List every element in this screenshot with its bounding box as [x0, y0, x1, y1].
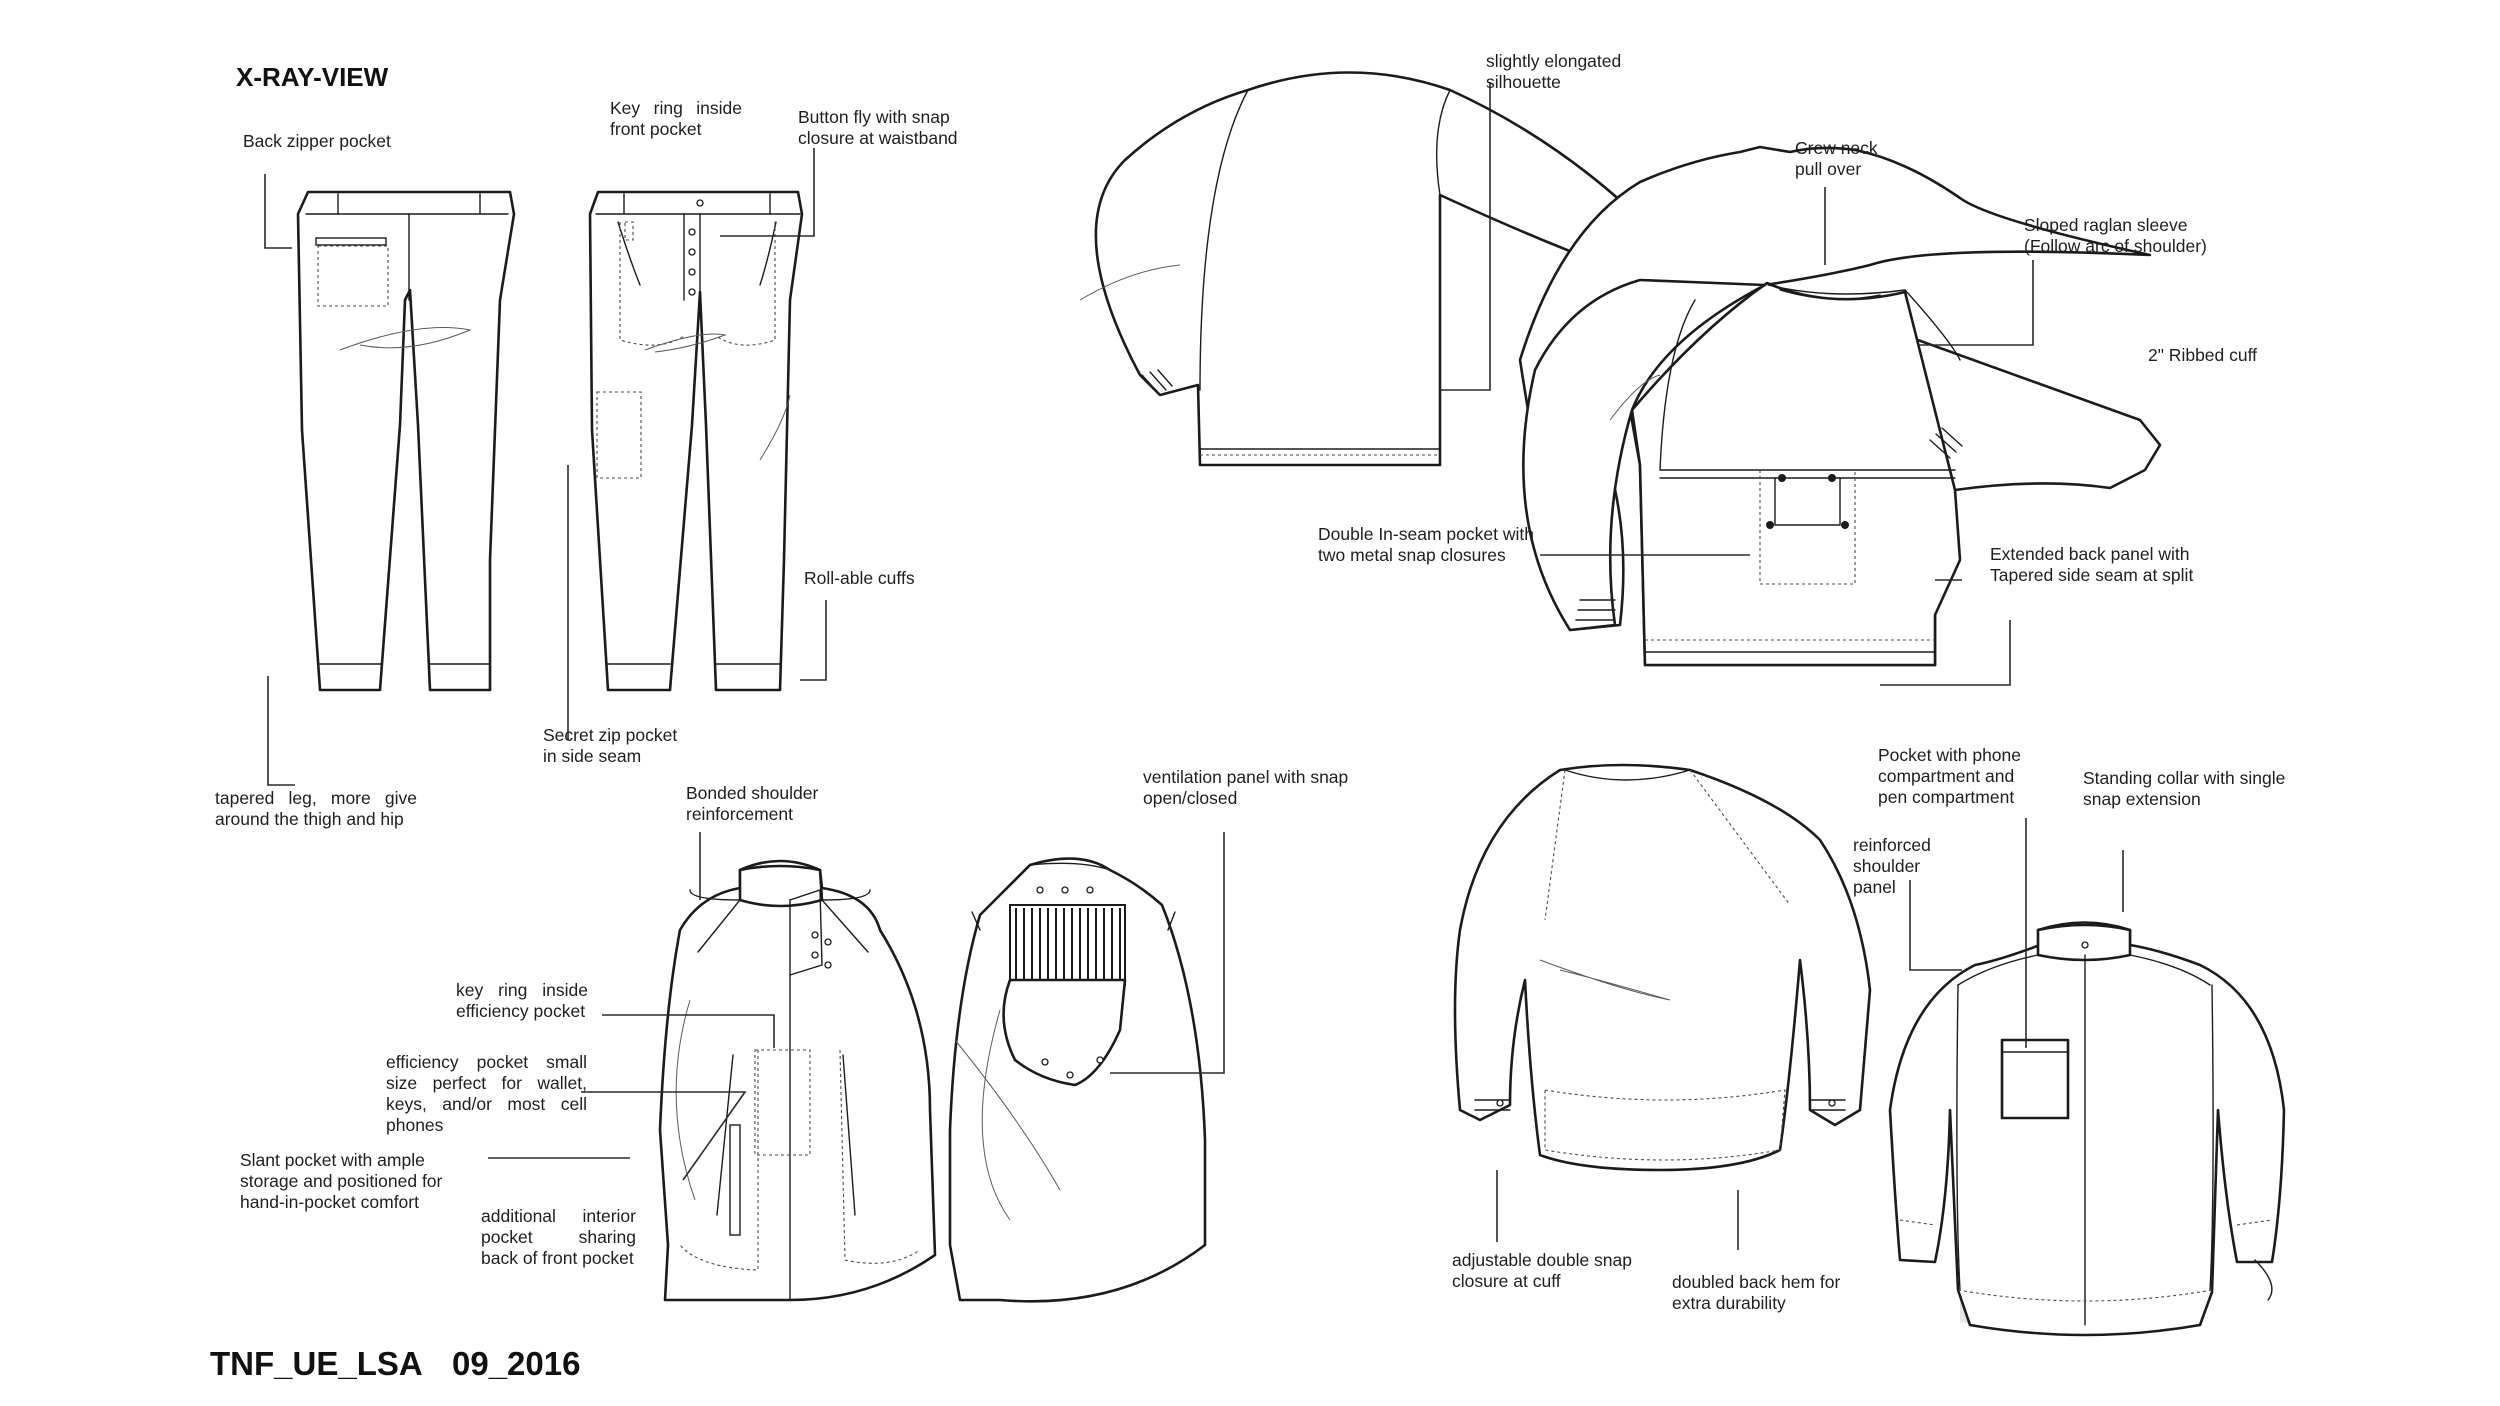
label-standing-collar: Standing collar with single snap extensi… [2083, 768, 2286, 809]
label-interior-pocket: additional interior pocket sharing back … [481, 1206, 636, 1268]
label-double-snap-cuff: adjustable double snap closure at cuff [1452, 1250, 1633, 1291]
label-extended-back-panel: Extended back panel with Tapered side se… [1990, 544, 2194, 585]
pants-back-view [296, 190, 516, 692]
label-elongated-silhouette: slightly elongated silhouette [1486, 51, 1622, 92]
label-efficiency-pocket: efficiency pocket small size perfect for… [386, 1052, 587, 1135]
label-bonded-shoulder: Bonded shoulder reinforcement [686, 783, 819, 824]
label-raglan-sleeve: Sloped raglan sleeve (Follow arc of shou… [2024, 215, 2207, 256]
label-ventilation-panel: ventilation panel with snap open/closed [1143, 767, 1349, 808]
label-back-zipper-pocket: Back zipper pocket [243, 131, 391, 151]
callout-lines [264, 82, 2124, 1250]
label-key-ring-front-pocket: Key ring inside front pocket [610, 98, 742, 139]
label-doubled-back-hem: doubled back hem for extra durability [1672, 1272, 1841, 1313]
label-tapered-leg: tapered leg, more give around the thigh … [215, 788, 417, 829]
pants-front-view [588, 190, 804, 692]
label-reinforced-shoulder: reinforced shoulder panel [1853, 835, 1931, 897]
label-button-fly: Button fly with snap closure at waistban… [798, 107, 958, 148]
label-slant-pocket: Slant pocket with ample storage and posi… [240, 1150, 443, 1212]
sweater-back-view [1079, 71, 1664, 467]
sweater-front-view [1518, 145, 2162, 667]
shirt-front-view [1888, 921, 2286, 1337]
label-secret-zip-pocket: Secret zip pocket in side seam [543, 725, 678, 766]
label-phone-pocket: Pocket with phone compartment and pen co… [1878, 745, 2022, 807]
label-key-ring-efficiency: key ring inside efficiency pocket [456, 980, 588, 1021]
label-crew-neck: Crew neck pull over [1795, 138, 1878, 179]
label-inseam-pocket: Double In-seam pocket with two metal sna… [1318, 524, 1534, 565]
sheet-title: X-RAY-VIEW [236, 62, 389, 92]
vest-front-view [658, 859, 937, 1302]
footer-date: 09_2016 [452, 1345, 581, 1382]
shirt-back-view [1453, 763, 1872, 1172]
label-ribbed-cuff: 2" Ribbed cuff [2148, 345, 2258, 365]
footer-code: TNF_UE_LSA [210, 1345, 423, 1382]
label-rollable-cuffs: Roll-able cuffs [804, 568, 915, 588]
vest-back-view [948, 857, 1207, 1303]
